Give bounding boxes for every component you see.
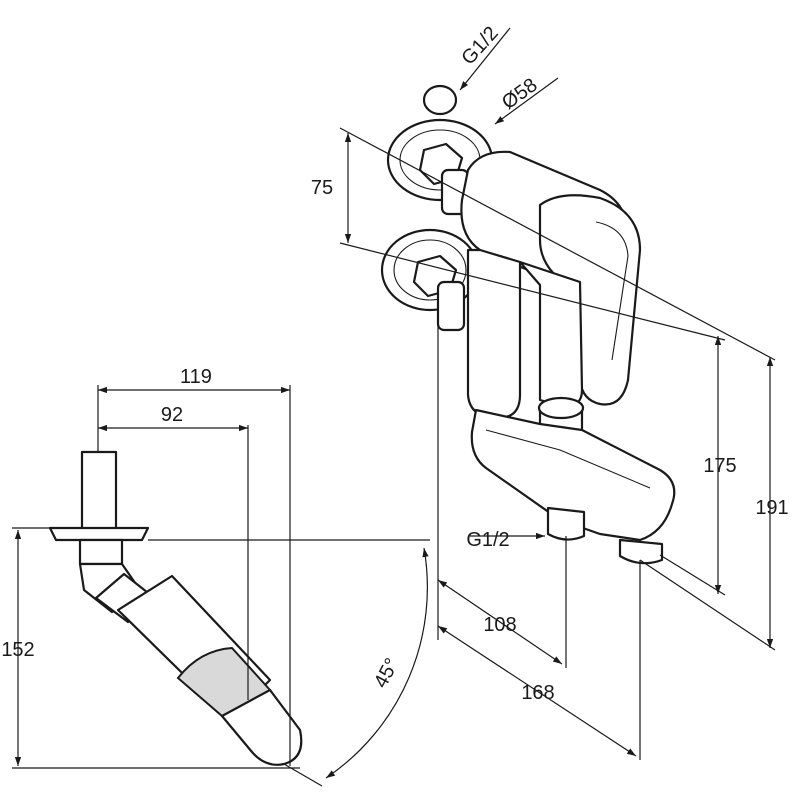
faucet-side-view <box>48 450 303 766</box>
label-height-152: 152 <box>1 639 34 661</box>
wall-pipe <box>80 450 118 532</box>
label-width-92: 92 <box>161 404 183 426</box>
main-dimensions <box>339 27 776 760</box>
column-back <box>518 260 584 408</box>
side-connector <box>78 538 124 566</box>
label-depth-168: 168 <box>521 682 554 704</box>
outlet-thread <box>546 506 586 541</box>
top-connection-nut <box>422 84 458 116</box>
faucet-main-view <box>380 84 676 565</box>
lower-inlet <box>436 280 466 332</box>
label-width-119: 119 <box>180 366 212 388</box>
aerator <box>618 538 664 565</box>
side-flange <box>48 526 150 542</box>
label-thread-bottom: G1/2 <box>466 529 509 551</box>
label-depth-108: 108 <box>483 614 516 636</box>
vertical-column <box>466 248 522 420</box>
label-height-175: 175 <box>703 455 736 477</box>
label-inlet-spacing: 75 <box>311 177 333 199</box>
label-height-191: 191 <box>755 497 788 519</box>
side-dimensions <box>12 385 430 787</box>
label-angle: 45° <box>370 655 404 692</box>
label-diameter: Ø58 <box>498 74 542 114</box>
spout <box>470 408 676 542</box>
